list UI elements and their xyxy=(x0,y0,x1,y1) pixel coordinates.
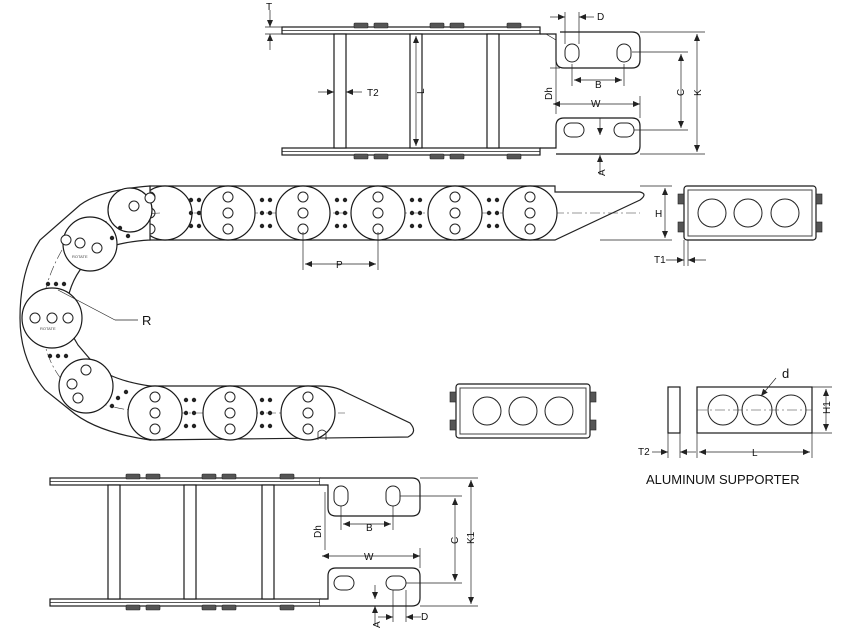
label-C-top: C xyxy=(676,89,687,96)
label-T1: T1 xyxy=(654,255,666,266)
label-A-bottom: A xyxy=(372,621,383,628)
aluminum-supporter: d H1 T2 L ALUMINUM SUPPORTER xyxy=(638,366,833,487)
side-view-chain: ROTATE ROTATE P xyxy=(19,185,672,441)
dim-Dh-bottom: Dh xyxy=(313,492,326,550)
label-C-bottom: C xyxy=(450,537,461,544)
label-A-top: A xyxy=(597,169,608,176)
dim-D-bottom: D xyxy=(378,590,428,623)
label-H: H xyxy=(655,209,662,220)
label-L-top: L xyxy=(416,88,427,94)
dim-A-bottom: A xyxy=(372,585,383,628)
lower-mounting-bracket-top xyxy=(320,477,421,517)
end-view-middle xyxy=(449,383,597,439)
label-Dh-bottom: Dh xyxy=(313,525,324,538)
dim-B-bottom: B xyxy=(340,506,394,534)
upper-pins xyxy=(353,22,522,160)
label-H1: H1 xyxy=(822,401,833,414)
caption-aluminum-supporter: ALUMINUM SUPPORTER xyxy=(646,472,800,487)
dim-L-top: L xyxy=(413,36,427,146)
lower-pins xyxy=(125,473,295,611)
upper-mounting-bracket-bottom xyxy=(540,117,641,155)
label-W-bottom: W xyxy=(364,552,374,563)
dim-K-top: K xyxy=(640,31,705,155)
dim-T1: T1 xyxy=(654,240,706,266)
label-K-top: K xyxy=(693,89,704,96)
label-L-supporter: L xyxy=(752,448,758,459)
dim-C-bottom: C xyxy=(400,495,462,584)
dim-W-top: W xyxy=(553,96,641,118)
chain-bottom-run xyxy=(127,385,415,441)
label-Dh-top: Dh xyxy=(544,87,555,100)
dim-W-bottom: W xyxy=(322,548,421,568)
dim-A-top: A xyxy=(597,118,608,176)
dim-D-top: D xyxy=(550,12,604,44)
label-T2-supporter: T2 xyxy=(638,447,650,458)
lower-crossbars xyxy=(107,484,275,600)
label-D-bottom: D xyxy=(421,612,428,623)
label-d: d xyxy=(782,366,789,381)
dim-T2-top: T2 xyxy=(318,88,379,99)
label-T2-top: T2 xyxy=(367,88,379,99)
label-D-top: D xyxy=(597,12,604,23)
dim-C-top: C xyxy=(632,51,688,131)
label-K1: K1 xyxy=(466,531,477,544)
dim-K1: K1 xyxy=(420,477,478,607)
top-view-upper: T D B T2 L Dh xyxy=(265,2,705,176)
dim-B-top: B xyxy=(571,64,625,91)
dim-R: R xyxy=(57,289,151,328)
top-run-rivets xyxy=(188,197,500,229)
lower-mounting-bracket-bottom xyxy=(320,567,421,607)
brand-stamp-1: ROTATE xyxy=(72,254,88,259)
end-view-right: T1 xyxy=(654,185,823,266)
dim-T: T xyxy=(265,2,282,50)
label-B-bottom: B xyxy=(366,523,373,534)
upper-side-bars xyxy=(281,26,541,156)
dim-H: H xyxy=(600,185,672,241)
dim-L-supporter: L xyxy=(696,433,813,459)
label-T: T xyxy=(266,2,272,13)
top-view-lower: B Dh W C K1 A xyxy=(49,473,478,628)
label-P: P xyxy=(336,260,343,271)
top-run-holes xyxy=(144,191,536,235)
label-B-top: B xyxy=(595,80,602,91)
dim-d: d xyxy=(760,366,789,397)
upper-mounting-bracket-top xyxy=(540,31,641,69)
dim-H1: H1 xyxy=(812,386,833,434)
brand-stamp-2: ROTATE xyxy=(40,326,56,331)
dim-P: P xyxy=(302,232,379,271)
chain-bend: ROTATE ROTATE xyxy=(19,185,161,441)
label-R: R xyxy=(142,313,151,328)
label-W-top: W xyxy=(591,99,601,110)
chain-top-run xyxy=(137,185,645,241)
dim-T2-supporter: T2 xyxy=(638,433,696,458)
